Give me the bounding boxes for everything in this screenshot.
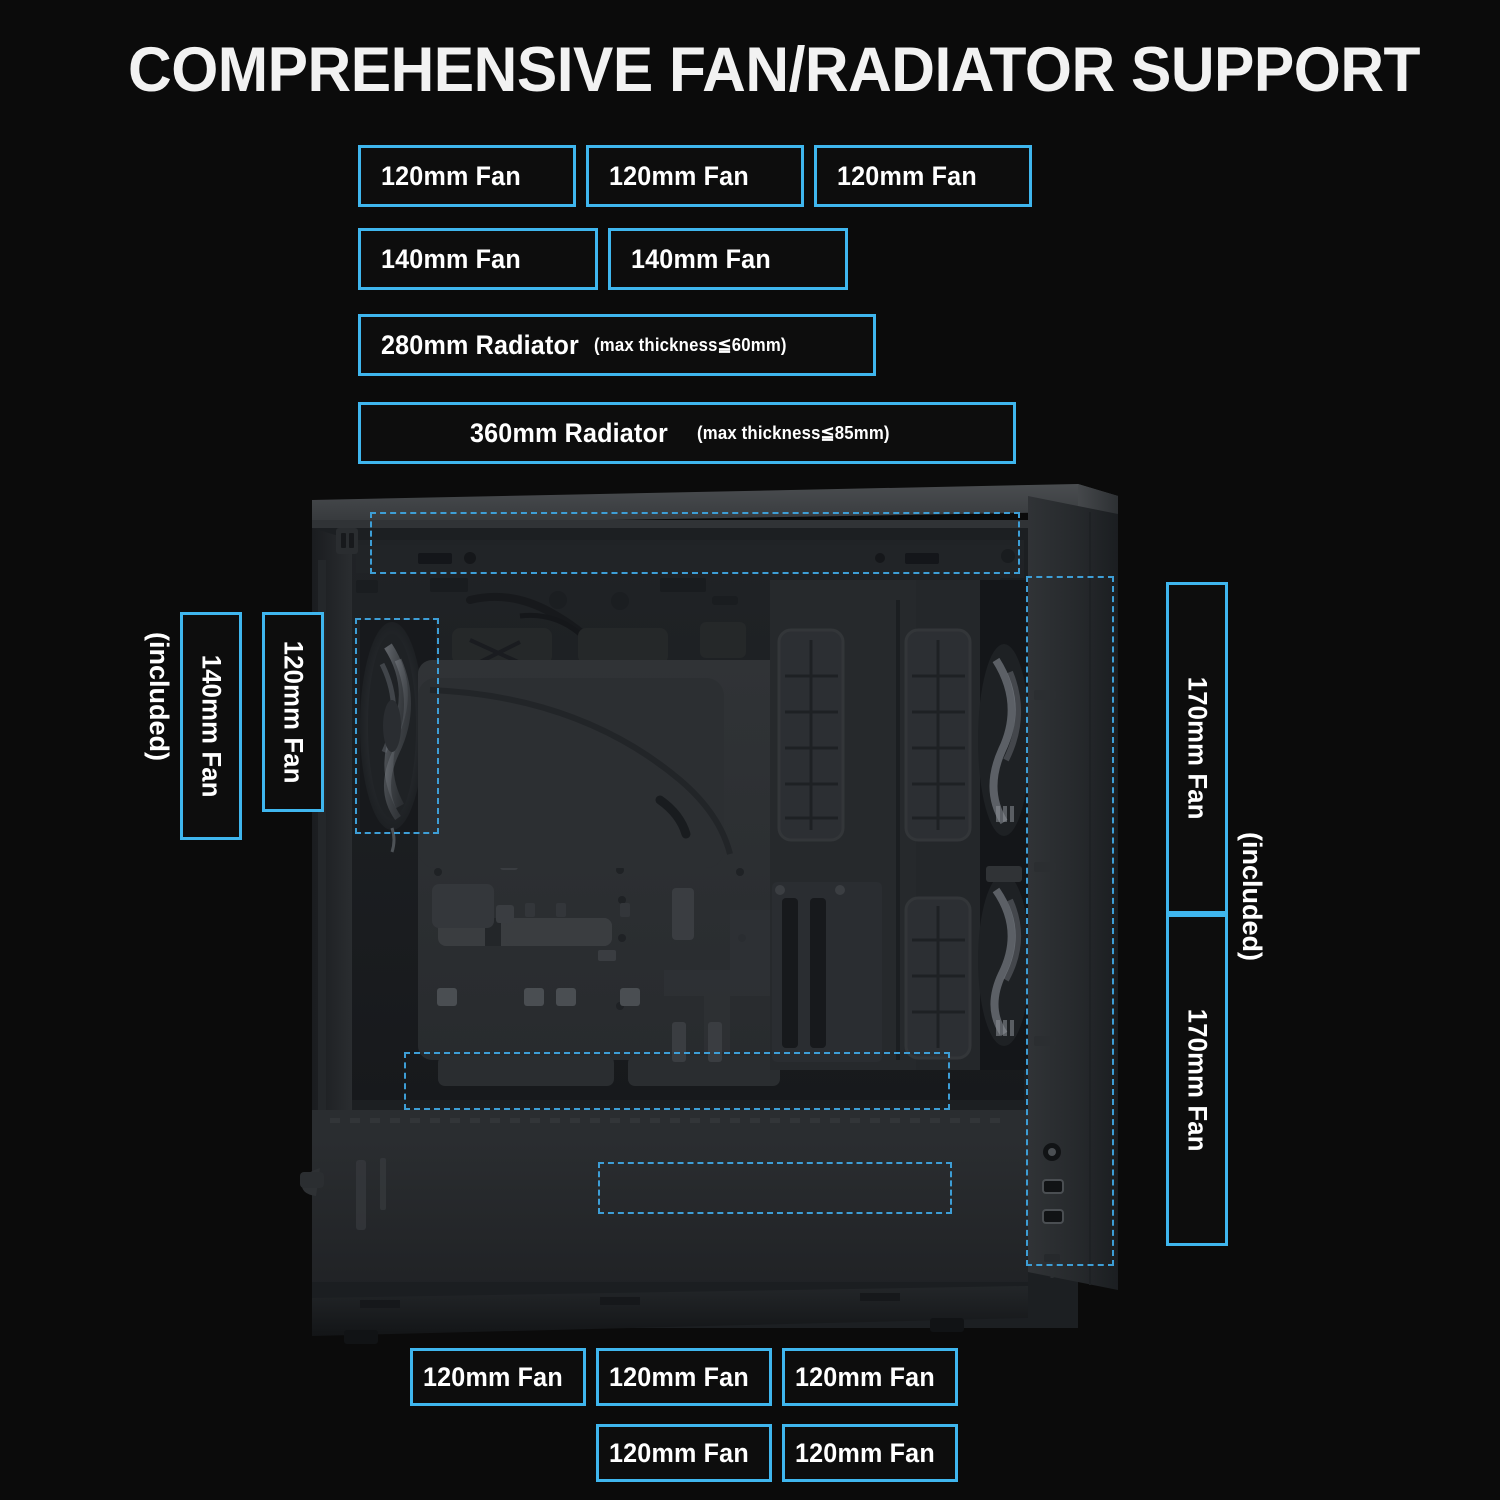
left-included-note: (included) bbox=[144, 632, 174, 761]
callout-label: 120mm Fan bbox=[794, 1437, 935, 1468]
callout-bottom-row1-2[interactable]: 120mm Fan bbox=[596, 1348, 772, 1406]
callout-label: 120mm Fan bbox=[609, 160, 749, 191]
callout-note: (max thickness≦85mm) bbox=[696, 422, 890, 443]
callout-right-170mm-fan-2[interactable]: 170mm Fan bbox=[1166, 914, 1228, 1246]
callout-label: 120mm Fan bbox=[278, 640, 309, 784]
callout-label: 360mm Radiator bbox=[469, 417, 668, 448]
callout-bottom-row1-3[interactable]: 120mm Fan bbox=[782, 1348, 958, 1406]
callout-label: 170mm Fan bbox=[1182, 676, 1213, 820]
callout-top-row4-radiator-360[interactable]: 360mm Radiator (max thickness≦85mm) bbox=[358, 402, 1016, 464]
callout-label: 170mm Fan bbox=[1182, 1008, 1213, 1152]
callout-label: 140mm Fan bbox=[631, 243, 771, 274]
callout-left-140mm-fan[interactable]: 140mm Fan bbox=[180, 612, 242, 840]
right-included-note: (included) bbox=[1237, 832, 1267, 961]
callout-top-row1-1[interactable]: 120mm Fan bbox=[358, 145, 576, 207]
front-io-group bbox=[1042, 1143, 1064, 1262]
callout-label: 120mm Fan bbox=[608, 1361, 749, 1392]
callout-label: 120mm Fan bbox=[381, 160, 521, 191]
callout-bottom-row2-1[interactable]: 120mm Fan bbox=[596, 1424, 772, 1482]
callout-label: 120mm Fan bbox=[837, 160, 977, 191]
callout-top-row1-3[interactable]: 120mm Fan bbox=[814, 145, 1032, 207]
callout-top-row1-2[interactable]: 120mm Fan bbox=[586, 145, 804, 207]
callout-left-120mm-fan[interactable]: 120mm Fan bbox=[262, 612, 324, 812]
page-title: COMPREHENSIVE FAN/RADIATOR SUPPORT bbox=[128, 35, 1420, 105]
callout-top-row2-1[interactable]: 140mm Fan bbox=[358, 228, 598, 290]
callout-label: 140mm Fan bbox=[381, 243, 521, 274]
callout-bottom-row2-2[interactable]: 120mm Fan bbox=[782, 1424, 958, 1482]
callout-note: (max thickness≦60mm) bbox=[593, 334, 787, 355]
callout-top-row3-radiator-280[interactable]: 280mm Radiator (max thickness≦60mm) bbox=[358, 314, 876, 376]
callout-label: 120mm Fan bbox=[794, 1361, 935, 1392]
callout-right-170mm-fan-1[interactable]: 170mm Fan bbox=[1166, 582, 1228, 914]
callout-label: 120mm Fan bbox=[608, 1437, 749, 1468]
callout-label: 120mm Fan bbox=[422, 1361, 563, 1392]
callout-bottom-row1-1[interactable]: 120mm Fan bbox=[410, 1348, 586, 1406]
callout-label: 140mm Fan bbox=[196, 654, 227, 798]
callout-top-row2-2[interactable]: 140mm Fan bbox=[608, 228, 848, 290]
callout-label: 280mm Radiator bbox=[381, 329, 579, 360]
